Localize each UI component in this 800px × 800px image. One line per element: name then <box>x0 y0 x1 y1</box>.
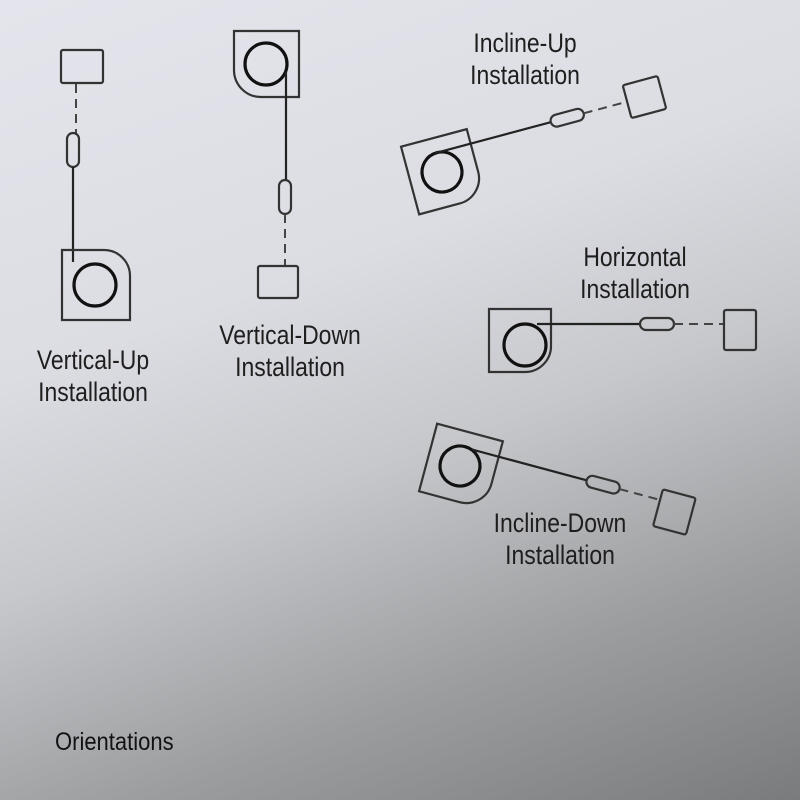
vertical-down-caption: Vertical-Down Installation <box>205 319 375 383</box>
incline-down-unit <box>417 422 697 536</box>
vertical-up-reel-housing <box>60 248 132 322</box>
vertical-up-target-block <box>59 48 105 85</box>
incline-down-cable <box>472 448 587 482</box>
vertical-down-target-block <box>256 264 300 300</box>
vertical-up-caption-line1: Vertical-Up <box>36 345 150 375</box>
vertical-up-caption-line2: Installation <box>38 377 148 407</box>
vertical-down-unit <box>232 29 301 300</box>
vertical-down-reel-housing <box>232 29 301 99</box>
vertical-up-caption: Vertical-Up Installation <box>14 344 172 408</box>
incline-down-reel-housing <box>417 422 505 505</box>
incline-up-dashed-line <box>583 100 628 115</box>
orientations-label: Orientations <box>55 728 174 756</box>
horizontal-connector <box>638 316 676 332</box>
incline-up-caption-line1: Incline-Up <box>473 28 577 58</box>
vertical-down-caption-line1: Vertical-Down <box>219 320 361 350</box>
incline-up-target-block <box>622 75 667 119</box>
incline-up-connector <box>549 107 585 128</box>
vertical-up-unit <box>59 48 132 322</box>
vertical-down-caption-line2: Installation <box>235 352 345 382</box>
incline-up-cable <box>434 121 552 155</box>
horizontal-unit <box>487 307 758 374</box>
horizontal-caption-line2: Installation <box>580 274 690 304</box>
incline-down-caption-line2: Installation <box>505 540 615 570</box>
incline-down-caption-line1: Incline-Down <box>493 508 627 538</box>
horizontal-caption-line1: Horizontal <box>583 242 687 272</box>
horizontal-reel-housing <box>487 307 553 374</box>
vertical-up-connector <box>65 131 81 169</box>
incline-down-target-block <box>652 488 697 536</box>
incline-down-dashed-line <box>619 488 661 501</box>
incline-up-reel-housing <box>399 127 481 216</box>
incline-down-connector <box>585 474 621 495</box>
incline-up-unit <box>399 75 667 216</box>
incline-up-caption-line2: Installation <box>470 60 580 90</box>
incline-up-caption: Incline-Up Installation <box>444 27 606 91</box>
horizontal-target-block <box>722 308 758 352</box>
vertical-down-connector <box>277 178 293 216</box>
horizontal-caption: Horizontal Installation <box>554 241 716 305</box>
incline-down-caption: Incline-Down Installation <box>475 507 645 571</box>
